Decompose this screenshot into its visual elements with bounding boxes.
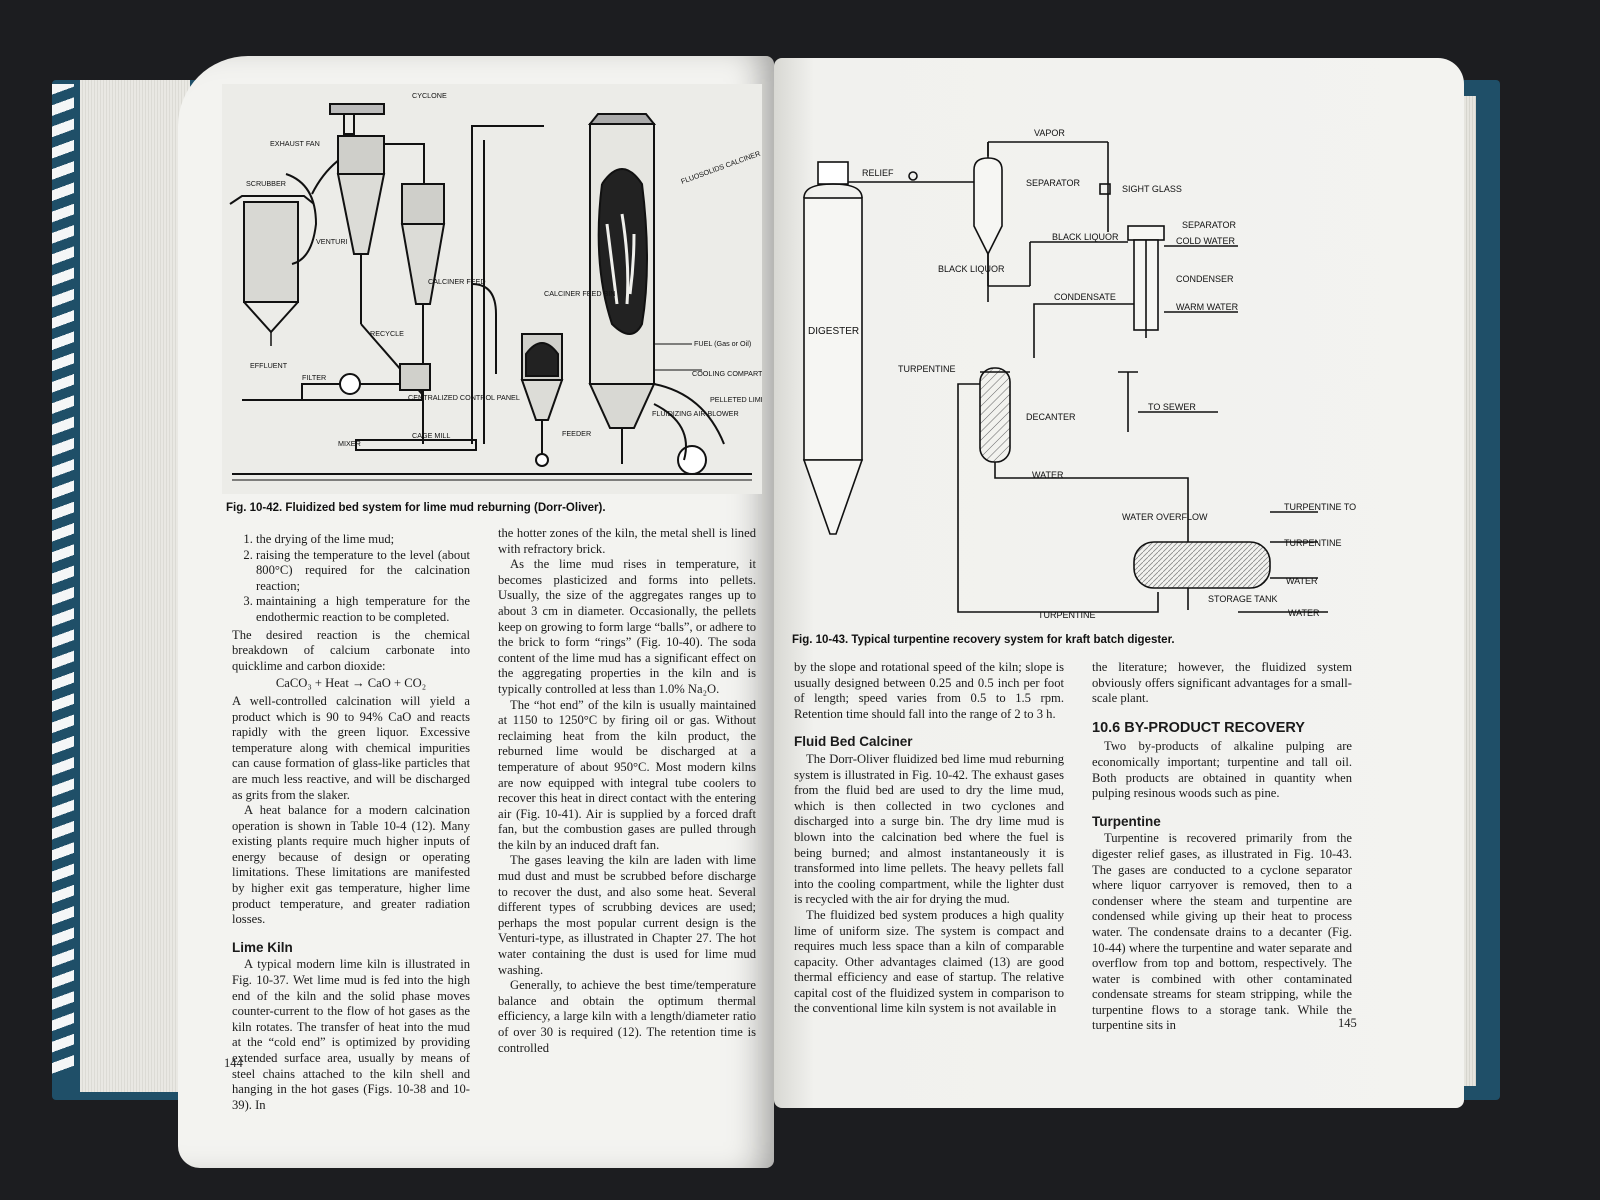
label-mixer: MIXER [338,439,361,448]
paragraph: Generally, to achieve the best time/temp… [498,978,756,1055]
label-turpentine: TURPENTINE [898,364,956,374]
label-storage-tank: STORAGE TANK [1208,594,1278,604]
paragraph: A heat balance for a modern calcination … [232,803,470,927]
label-cold-water: COLD WATER [1176,236,1236,246]
list-item: the drying of the lime mud; [256,532,470,548]
label-separator-2: SEPARATOR [1182,220,1237,230]
label-turpentine-3: TURPENTINE [1038,610,1096,620]
label-condensate: CONDENSATE [1054,292,1116,302]
list-item: maintaining a high temperature for the e… [256,594,470,625]
label-filter: FILTER [302,373,326,382]
figure-caption-10-42: Fig. 10-42. Fluidized bed system for lim… [226,502,606,514]
heading-fluid-bed-calciner: Fluid Bed Calciner [794,734,913,750]
label-calciner-feed-bin: CALCINER FEED BIN [544,289,616,298]
calcination-equation: CaCO₃ + Heat → CaO + CO₂ [275,676,427,691]
paragraph: The fluidized bed system produces a high… [794,907,1064,1016]
left-page-column-2: the hotter zones of the kiln, the metal … [498,526,756,1056]
label-scrubber: SCRUBBER [246,179,286,188]
calcination-steps-list: the drying of the lime mud; raising the … [232,532,470,626]
label-feeder: FEEDER [562,429,591,438]
label-vapor: VAPOR [1034,128,1065,138]
label-centralized-control-panel: CENTRALIZED CONTROL PANEL [408,393,520,402]
paragraph: Two by-products of alkaline pulping are … [1092,739,1352,801]
label-cage-mill: CAGE MILL [412,431,450,440]
label-condenser: CONDENSER [1176,274,1234,284]
label-sight-glass: SIGHT GLASS [1122,184,1182,194]
label-water-3: WATER [1288,608,1320,618]
label-cyclone: CYCLONE [412,91,447,100]
label-black-liquor: BLACK LIQUOR [1052,232,1119,242]
page-number: 145 [1338,1016,1357,1030]
label-relief: RELIEF [862,168,894,178]
list-item: raising the temperature to the level (ab… [256,548,470,595]
heading-turpentine: Turpentine [1092,813,1161,829]
paragraph: A typical modern lime kiln is illustrate… [232,957,470,1112]
label-venturi: VENTURI [316,237,348,246]
right-page-column-1: by the slope and rotational speed of the… [794,660,1064,1017]
paragraph: The “hot end” of the kiln is usually mai… [498,697,756,852]
label-water-2: WATER [1286,576,1318,586]
heading-lime-kiln: Lime Kiln [232,939,293,955]
label-decanter: DECANTER [1026,412,1076,422]
paragraph: A well-controlled calcination will yield… [232,693,470,802]
paragraph: As the lime mud rises in temperature, it… [498,557,756,696]
left-page-column-1: the drying of the lime mud; raising the … [232,532,470,1113]
label-turpentine-to-cars: TURPENTINE TO CARS [1284,502,1358,512]
label-to-sewer: TO SEWER [1148,402,1196,412]
cover-stripe-pattern [52,84,74,1074]
label-black-liquor-2: BLACK LIQUOR [938,264,1005,274]
paragraph: Turpentine is recovered primarily from t… [1092,831,1352,1033]
label-exhaust-fan: EXHAUST FAN [270,139,320,148]
label-effluent: EFFLUENT [250,361,288,370]
figure-10-43-turpentine-recovery-diagram: VAPOR RELIEF SEPARATOR SIGHT GLASS SEPAR… [802,128,1358,620]
label-pelleted-lime: PELLETED LIME [710,395,762,404]
section-heading-by-product-recovery: 10.6 BY-PRODUCT RECOVERY [1092,719,1305,736]
figure-10-42-fluidized-bed-diagram: CYCLONE EXHAUST FAN SCRUBBER VENTURI EFF… [222,84,762,494]
label-digester: DIGESTER [808,326,859,337]
label-turpentine-2: TURPENTINE [1284,538,1342,548]
label-water-overflow: WATER OVERFLOW [1122,512,1208,522]
left-page-stack-edge [80,80,190,1092]
paragraph: the literature; however, the fluidized s… [1092,660,1352,706]
label-fluidizing-air-blower: FLUIDIZING AIR BLOWER [652,409,739,418]
page-number: 144 [224,1056,243,1070]
label-fuel: FUEL (Gas or Oil) [694,339,751,348]
left-page: CYCLONE EXHAUST FAN SCRUBBER VENTURI EFF… [178,56,774,1168]
figure-caption-10-43: Fig. 10-43. Typical turpentine recovery … [792,634,1175,646]
label-water: WATER [1032,470,1064,480]
paragraph: by the slope and rotational speed of the… [794,660,1064,721]
paragraph: The desired reaction is the chemical bre… [232,627,470,673]
label-calciner-feed: CALCINER FEED [428,277,486,286]
paragraph: The gases leaving the kiln are laden wit… [498,853,756,977]
label-separator: SEPARATOR [1026,178,1081,188]
right-page: VAPOR RELIEF SEPARATOR SIGHT GLASS SEPAR… [774,58,1464,1108]
paragraph: The Dorr-Oliver fluidized bed lime mud r… [794,751,1064,907]
label-warm-water: WARM WATER [1176,302,1239,312]
label-recycle: RECYCLE [370,329,404,338]
label-cooling-compartment: COOLING COMPARTMENT [692,369,762,378]
paragraph: the hotter zones of the kiln, the metal … [498,526,756,556]
right-page-column-2: the literature; however, the fluidized s… [1092,660,1352,1034]
